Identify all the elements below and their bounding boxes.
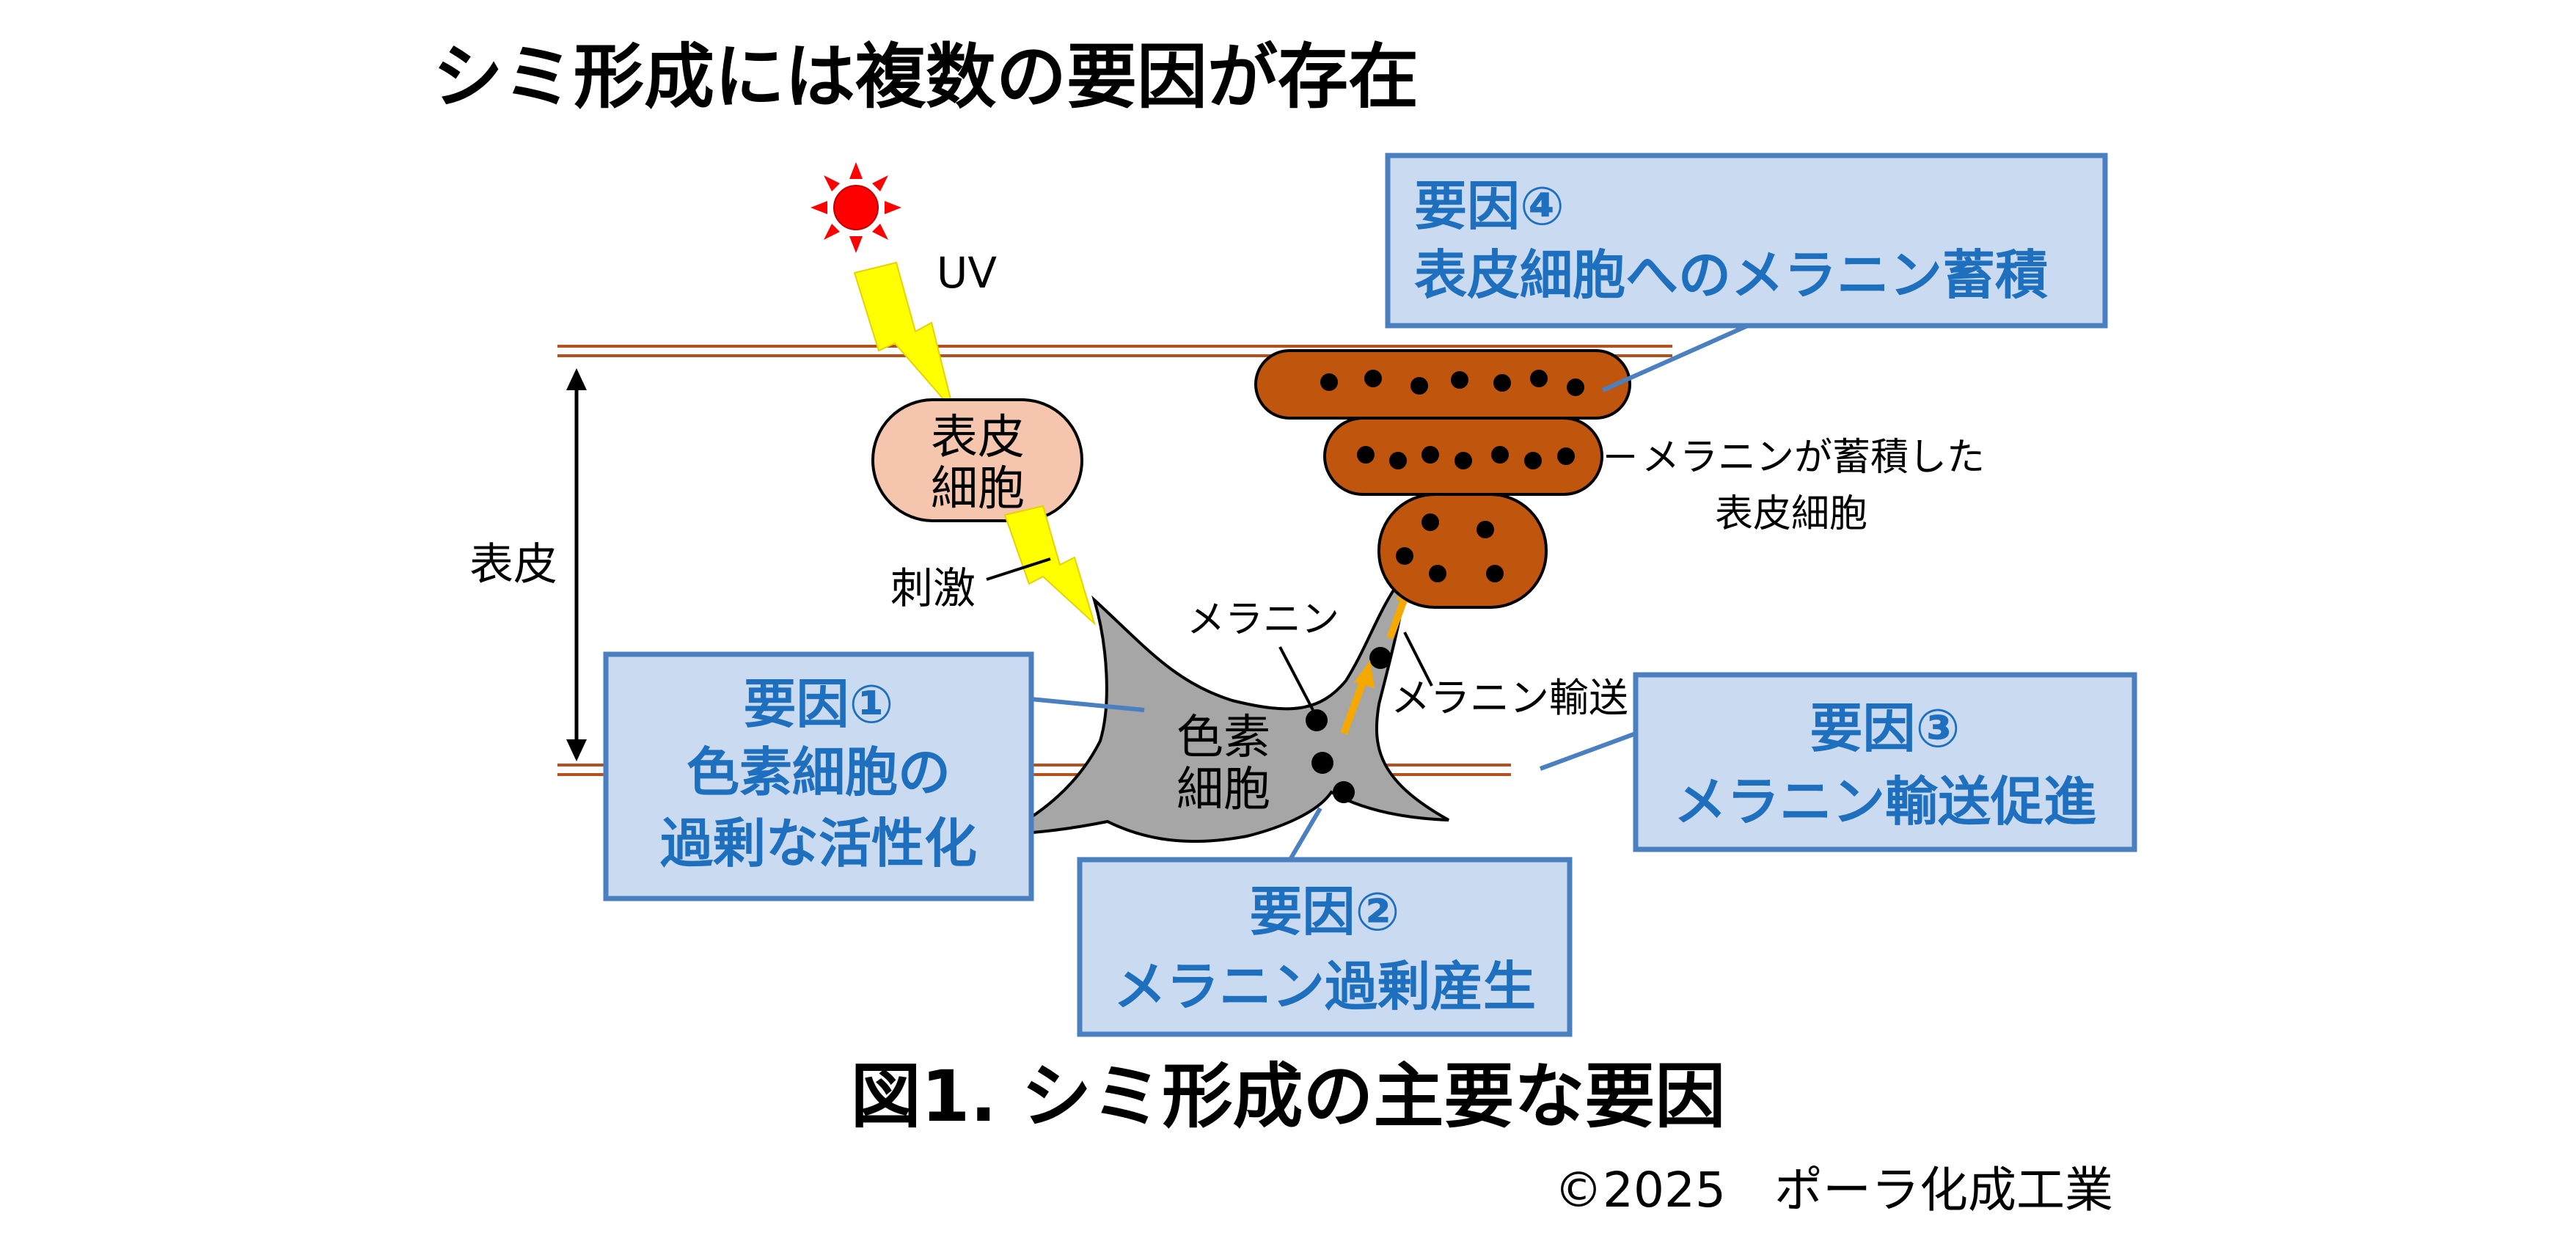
- accumulated-cell-middle: [1323, 417, 1603, 496]
- factor-box-4: 要因④ 表皮細胞へのメラニン蓄積: [1385, 153, 2108, 329]
- epidermis-thickness-arrow: [566, 368, 587, 761]
- factor-3-heading: 要因③: [1810, 698, 1961, 759]
- melanin-dot: [1306, 709, 1328, 731]
- factor-1-line1: 色素細胞の: [687, 742, 951, 803]
- factor-1-heading: 要因①: [744, 673, 894, 735]
- figure-caption: 図1. シミ形成の主要な要因: [851, 1055, 1726, 1138]
- stimulus-leader-line: [986, 557, 1051, 581]
- keratinocyte-label-line1: 表皮: [931, 411, 1025, 465]
- factor-2-line1: メラニン過剰産生: [1113, 956, 1536, 1017]
- melanin-transport-leader-line: [1403, 632, 1433, 687]
- accumulated-cell-label-line2: 表皮細胞: [1715, 492, 1867, 536]
- factor2-connector-line: [1289, 807, 1322, 860]
- uv-label: UV: [937, 248, 997, 298]
- factor-4-line1: 表皮細胞へのメラニン蓄積: [1414, 244, 2048, 306]
- factor-box-3: 要因③ メラニン輸送促進: [1633, 672, 2137, 852]
- melanin-label: メラニン: [1187, 598, 1339, 642]
- melanin-dot: [1311, 752, 1333, 774]
- factor-3-line1: メラニン輸送促進: [1674, 771, 2096, 833]
- copyright-notice: ©2025 ポーラ化成工業: [1554, 1162, 2113, 1218]
- melanocyte-label-line2: 細胞: [1177, 763, 1270, 817]
- melanocyte-label-line1: 色素: [1177, 711, 1270, 765]
- sun-icon: [811, 162, 901, 253]
- keratinocyte-label-line2: 細胞: [931, 462, 1025, 516]
- factor-4-heading: 要因④: [1414, 175, 1565, 237]
- factor-box-2: 要因② メラニン過剰産生: [1077, 857, 1573, 1037]
- stimulus-lightning-icon: [1003, 505, 1096, 626]
- factor1-connector-line: [1030, 697, 1145, 712]
- melanin-transport-label: メラニン輸送: [1391, 675, 1628, 721]
- factor-1-line2: 過剰な活性化: [660, 813, 977, 874]
- stimulus-label: 刺激: [890, 563, 976, 613]
- factor3-connector-line: [1539, 731, 1637, 771]
- accumulated-cell-label-line1: メラニンが蓄積した: [1642, 436, 1985, 480]
- keratinocyte-cell: [871, 398, 1083, 522]
- epidermis-label: 表皮: [469, 539, 557, 590]
- melanin-dot: [1333, 781, 1355, 803]
- melanin-transport-arrow: [1340, 577, 1416, 735]
- accumulated-cell-bottom: [1377, 493, 1548, 609]
- melanin-dot: [1369, 647, 1391, 669]
- factor-box-1: 要因① 色素細胞の 過剰な活性化: [603, 651, 1034, 901]
- factor-2-heading: 要因②: [1250, 881, 1400, 943]
- melanin-leader-line: [1278, 646, 1314, 711]
- factor4-connector-line: [1601, 323, 1751, 392]
- diagram-title: シミ形成には複数の要因が存在: [433, 36, 1419, 118]
- accumulated-cell-top: [1254, 349, 1631, 420]
- uv-lightning-icon: [853, 261, 954, 411]
